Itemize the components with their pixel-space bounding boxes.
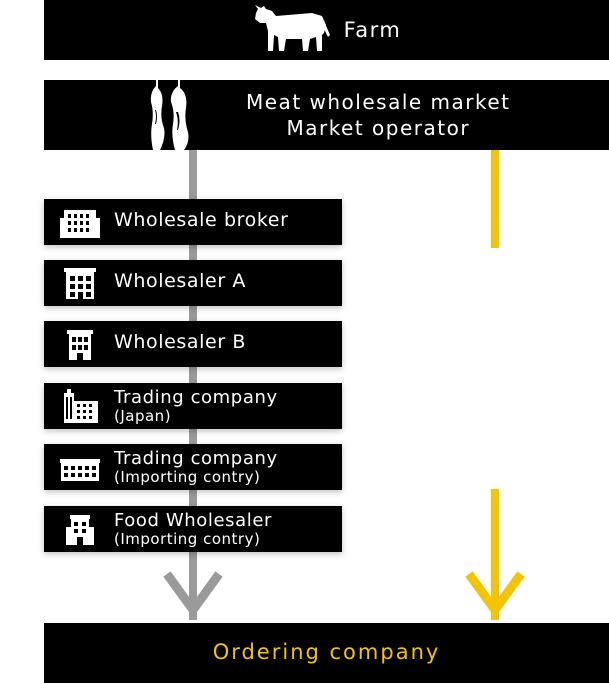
step-trading-company-japan: Trading company (Japan) <box>44 383 342 429</box>
step-label: Wholesale broker <box>114 209 289 231</box>
market-bar: Meat wholesale market Market operator <box>44 80 609 150</box>
market-operator-label: Market operator <box>286 116 471 140</box>
ordering-company-label: Ordering company <box>212 640 441 664</box>
shop-building-icon <box>58 512 102 546</box>
cow-icon <box>252 3 332 57</box>
step-wholesale-broker: Wholesale broker <box>44 199 342 245</box>
step-label: Wholesaler A <box>114 270 246 292</box>
farm-bar: Farm <box>44 0 609 60</box>
step-label: Wholesaler B <box>114 331 247 353</box>
yellow-flow-line-bottom <box>491 489 499 620</box>
building-icon <box>58 266 102 300</box>
tower-building-icon <box>58 389 102 423</box>
step-label: Trading company <box>114 387 278 408</box>
step-trading-company-importing: Trading company (Importing contry) <box>44 444 342 490</box>
yellow-flow-line-top <box>491 150 499 248</box>
step-food-wholesaler: Food Wholesaler (Importing contry) <box>44 506 342 552</box>
market-title: Meat wholesale market <box>246 90 511 114</box>
office-building-icon <box>58 205 102 239</box>
gray-arrowhead <box>163 571 223 618</box>
step-label: Trading company <box>114 448 278 469</box>
step-label: Food Wholesaler <box>114 510 273 531</box>
step-wholesaler-a: Wholesaler A <box>44 260 342 306</box>
step-sublabel: (Importing contry) <box>114 530 261 548</box>
farm-label: Farm <box>343 18 402 42</box>
step-wholesaler-b: Wholesaler B <box>44 321 342 367</box>
step-sublabel: (Importing contry) <box>114 468 261 486</box>
yellow-arrowhead <box>465 571 525 618</box>
step-sublabel: (Japan) <box>114 407 172 425</box>
ordering-company-bar: Ordering company <box>44 623 609 683</box>
meat-carcass-icon <box>148 80 198 156</box>
small-building-icon <box>58 327 102 361</box>
wide-building-icon <box>58 450 102 484</box>
